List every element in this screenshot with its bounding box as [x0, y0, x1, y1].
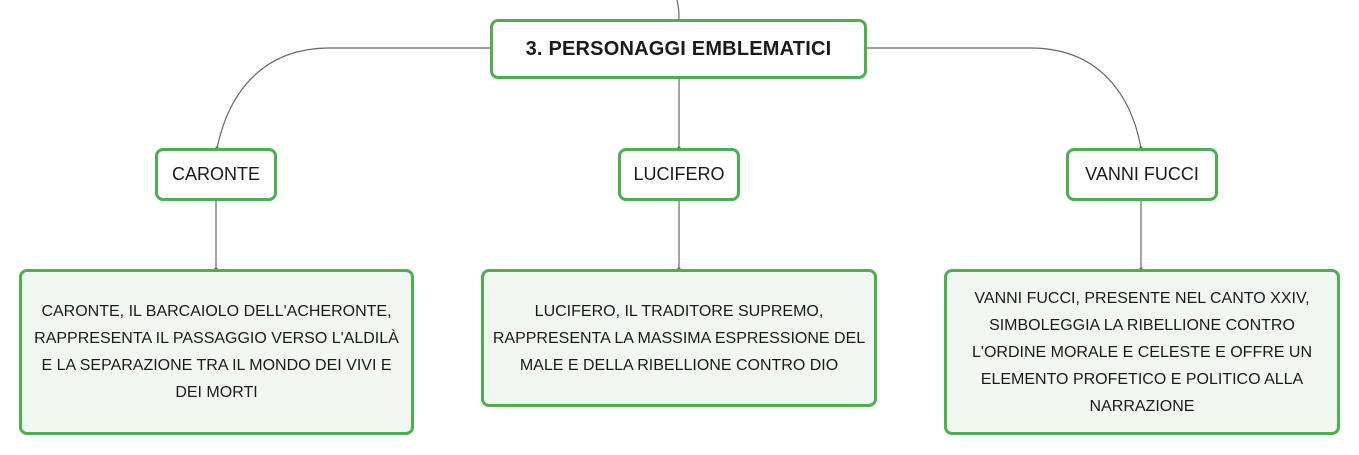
- description-node-lucifero[interactable]: LUCIFERO, IL TRADITORE SUPREMO, RAPPRESE…: [481, 269, 877, 407]
- topic-node-vanni-fucci[interactable]: VANNI FUCCI: [1066, 148, 1218, 201]
- topic-node-caronte-label: CARONTE: [171, 164, 260, 184]
- topic-node-lucifero[interactable]: LUCIFERO: [618, 148, 740, 201]
- topic-node-lucifero-label: LUCIFERO: [633, 164, 725, 184]
- root-node-label: 3. PERSONAGGI EMBLEMATICI: [525, 37, 832, 60]
- description-vanni-fucci-text: VANNI FUCCI, PRESENTE NEL CANTO XXIV, SI…: [971, 289, 1312, 415]
- connector-root-to-vanni: [867, 47, 1142, 149]
- connector-root-to-caronte: [216, 47, 490, 149]
- connector-parent-to-root: [676, 0, 680, 20]
- topic-node-caronte[interactable]: CARONTE: [155, 148, 277, 201]
- topic-node-vanni-fucci-label: VANNI FUCCI: [1085, 164, 1199, 184]
- description-node-vanni-fucci[interactable]: VANNI FUCCI, PRESENTE NEL CANTO XXIV, SI…: [944, 269, 1340, 435]
- description-lucifero-text: LUCIFERO, IL TRADITORE SUPREMO, RAPPRESE…: [492, 302, 866, 374]
- description-node-caronte[interactable]: CARONTE, IL BARCAIOLO DELL'ACHERONTE, RA…: [19, 269, 414, 435]
- root-node[interactable]: 3. PERSONAGGI EMBLEMATICI: [490, 19, 867, 79]
- description-caronte-text: CARONTE, IL BARCAIOLO DELL'ACHERONTE, RA…: [34, 303, 399, 401]
